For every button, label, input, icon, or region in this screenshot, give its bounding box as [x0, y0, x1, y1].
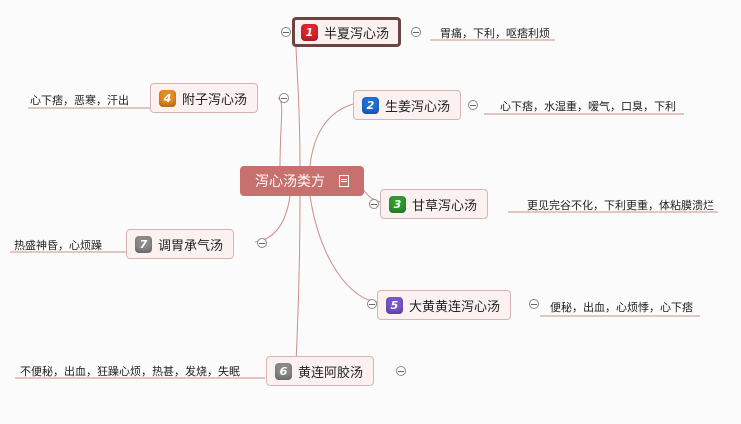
central-topic-label: 泻心汤类方	[255, 174, 325, 190]
topic-label: 黄连阿胶汤	[298, 365, 364, 381]
collapse-toggle-5[interactable]	[367, 299, 377, 309]
note-1: 胃痛，下利，呕痞利烦	[440, 27, 550, 40]
collapse-toggle-5-note[interactable]	[529, 299, 539, 309]
topic-gancao-xiexin-tang[interactable]: 3 甘草泻心汤	[380, 189, 489, 219]
priority-1-icon: 1	[301, 23, 318, 41]
note-6: 不便秘，出血，狂躁心烦，热甚，发烧，失眠	[20, 365, 240, 378]
topic-huanglian-ejiao-tang[interactable]: 6 黄连阿胶汤	[266, 356, 375, 386]
topic-label: 大黄黄连泻心汤	[409, 299, 501, 315]
topic-shengjiang-xiexin-tang[interactable]: 2 生姜泻心汤	[353, 90, 462, 120]
collapse-toggle-1[interactable]	[281, 27, 291, 37]
topic-fuzi-xiexin-tang[interactable]: 4 附子泻心汤	[150, 83, 259, 113]
priority-4-icon: 4	[159, 89, 176, 107]
topic-label: 调胃承气汤	[158, 238, 224, 254]
topic-banxia-xiexin-tang[interactable]: 1 半夏泻心汤	[292, 17, 402, 47]
priority-5-icon: 5	[386, 296, 403, 314]
priority-3-icon: 3	[389, 195, 406, 213]
priority-7-icon: 7	[135, 235, 152, 253]
topic-label: 甘草泻心汤	[412, 198, 478, 214]
collapse-toggle-3[interactable]	[369, 199, 379, 209]
note-7: 热盛神昏，心烦躁	[14, 239, 102, 252]
topic-label: 附子泻心汤	[182, 92, 248, 108]
topic-tiaowei-chengqi-tang[interactable]: 7 调胃承气汤	[126, 229, 235, 259]
note-3: 更见完谷不化，下利更重，体粘膜溃烂	[527, 199, 714, 212]
collapse-toggle-7[interactable]	[257, 238, 267, 248]
topic-label: 半夏泻心汤	[324, 26, 390, 42]
collapse-toggle-1-note[interactable]	[411, 27, 421, 37]
topic-dahuang-huanglian-xiexin-tang[interactable]: 5 大黄黄连泻心汤	[377, 290, 512, 320]
priority-6-icon: 6	[275, 362, 292, 380]
collapse-toggle-2[interactable]	[468, 100, 478, 110]
note-5: 便秘，出血，心烦悸，心下痞	[550, 301, 693, 314]
note-icon[interactable]	[339, 175, 349, 187]
collapse-toggle-4[interactable]	[279, 93, 289, 103]
collapse-toggle-6[interactable]	[396, 366, 406, 376]
note-2: 心下痞，水湿重，嗳气，口臭，下利	[500, 100, 676, 113]
central-topic[interactable]: 泻心汤类方	[240, 166, 364, 196]
topic-label: 生姜泻心汤	[385, 99, 451, 115]
priority-2-icon: 2	[362, 96, 379, 114]
note-4: 心下痞，恶寒，汗出	[30, 94, 129, 107]
